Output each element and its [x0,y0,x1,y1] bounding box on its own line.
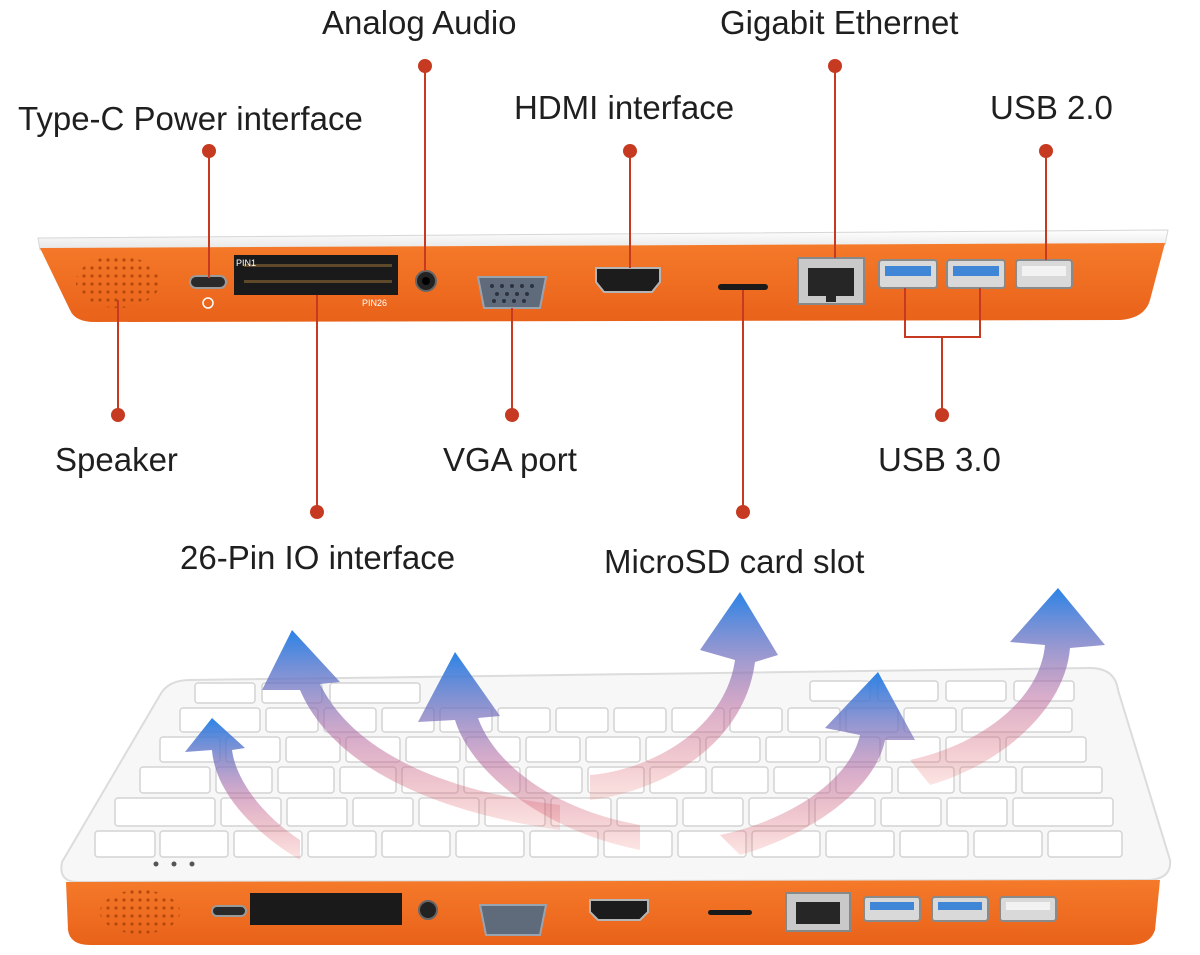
vga-connector [476,276,548,309]
keyboard-audio-jack [418,900,438,920]
keyboard-microsd-slot [708,910,752,915]
airflow-arrow-2 [262,630,560,830]
label-type-c-power: Type-C Power interface [18,100,363,137]
airflow-arrow-6 [910,588,1105,785]
keyboard-vga-connector [478,904,548,936]
usb3-port-2 [946,259,1006,289]
keyboard-device [60,666,1172,945]
label-pin26: 26-Pin IO interface [180,539,456,576]
keyboard-keys [94,680,1123,858]
keyboard-pin-header [250,893,402,925]
pin-header-26: PIN1 PIN26 [234,255,398,308]
speaker-grille [76,256,160,308]
microsd-slot [718,284,768,290]
airflow-arrow-4 [590,592,778,800]
hdmi-port [595,267,661,293]
label-gigabit-ethernet: Gigabit Ethernet [720,4,959,41]
label-hdmi: HDMI interface [514,89,735,126]
airflow-arrow-5 [720,672,915,855]
audio-jack [415,270,437,292]
ethernet-port [797,257,865,305]
keyboard-type-c-port [211,905,247,917]
pin-header-pins [244,264,392,283]
label-speaker: Speaker [55,441,178,478]
airflow-arrows [185,588,1105,860]
side-view-device: PIN1 PIN26 [37,229,1169,322]
keyboard-hdmi-port [589,899,649,921]
label-analog-audio: Analog Audio [322,4,517,41]
status-leds [153,861,195,867]
power-icon [202,297,214,309]
callout-lines [117,66,1047,512]
airflow-arrow-3 [418,652,640,850]
usb3-port-1 [878,259,938,289]
keyboard-speaker-grille [100,890,180,934]
usb2-port [1015,259,1073,289]
airflow-arrow-1 [185,718,300,860]
pin26-marking: PIN26 [362,298,387,308]
label-usb3: USB 3.0 [878,441,1001,478]
label-microsd: MicroSD card slot [604,543,865,580]
label-vga: VGA port [443,441,577,478]
callout-dots [111,59,1053,519]
label-usb2: USB 2.0 [990,89,1113,126]
type-c-port [189,275,227,309]
pin1-marking: PIN1 [236,258,256,268]
